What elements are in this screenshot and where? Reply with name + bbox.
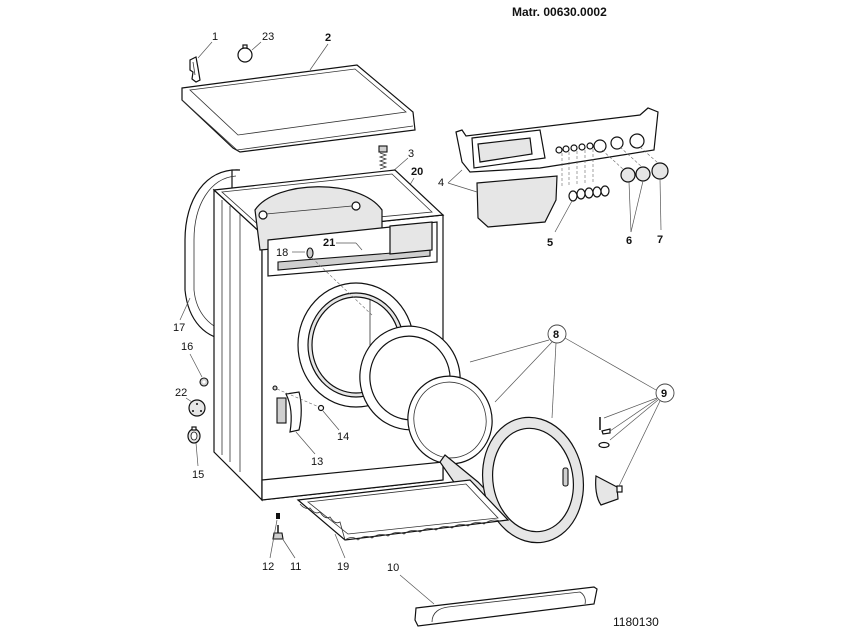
part-22-plate[interactable] [188,399,206,417]
leader-22 [185,397,193,403]
part-14-screws[interactable] [272,385,325,412]
label-17: 17 [173,322,185,334]
part-15-ring[interactable] [187,426,201,444]
part-23-cap[interactable] [237,44,253,63]
part-4-panel-cover[interactable] [476,175,558,228]
leader-9c [609,399,659,441]
label-20: 20 [411,166,423,178]
label-8: 8 [553,329,559,341]
label-4: 4 [438,177,444,189]
label-23: 23 [262,31,274,43]
drawing-number: 1180130 [613,615,659,629]
part-9-hinge-and-handle[interactable] [595,417,623,506]
leader-8a [469,339,550,363]
leader-17 [179,297,191,321]
part-19-base-frame[interactable] [296,479,510,541]
part-1-clip[interactable] [189,56,201,83]
leader-5 [554,200,573,233]
callout-8 [547,324,567,344]
leader-8b [494,341,553,403]
leader-23 [251,41,262,51]
leader-12 [269,519,278,559]
leader-8c [551,342,557,419]
leader-7 [659,178,662,231]
label-18: 18 [276,247,288,259]
leader-9a [603,397,658,419]
label-5: 5 [547,237,553,249]
leader-6b [630,180,644,233]
part-3-spring[interactable] [378,145,388,170]
guide-18 [311,257,373,316]
part-10-plinth[interactable] [414,586,598,627]
callout-9 [655,383,675,403]
part-8-door-assembly[interactable] [348,315,593,551]
part-12-foot-insert[interactable] [276,513,280,519]
leader-15 [195,442,199,467]
label-12: 12 [262,561,274,573]
label-22: 22 [175,387,187,399]
label-16: 16 [181,341,193,353]
label-15: 15 [192,469,204,481]
leader-9d [618,400,661,487]
part-4-control-panel[interactable] [455,107,659,173]
leader-19 [334,533,346,559]
leader-14 [322,410,340,431]
leader-9b [609,398,658,432]
label-13: 13 [311,456,323,468]
leader-16 [189,353,203,378]
leader-11 [281,537,296,559]
part-6-knobs[interactable] [601,146,651,183]
leader-1 [197,41,213,59]
leader-6a [628,181,632,233]
label-2: 2 [325,32,331,44]
part-18-pin[interactable] [306,247,314,259]
leader-4b [447,182,478,193]
part-16-nut[interactable] [199,377,209,387]
label-11: 11 [290,561,301,573]
part-5-push-buttons[interactable] [561,149,610,202]
label-14: 14 [337,431,349,443]
part-2-top-panel[interactable] [181,64,416,153]
label-1: 1 [212,31,218,43]
label-7: 7 [657,234,663,246]
label-3: 3 [408,148,414,160]
leader-13 [295,431,316,455]
label-9: 9 [661,388,667,400]
label-6: 6 [626,235,632,247]
leader-4a [447,169,463,184]
leader-10 [399,574,435,605]
leader-8d [564,337,657,391]
label-19: 19 [337,561,349,573]
leader-2 [309,43,329,71]
material-code: Matr. 00630.0002 [512,5,607,19]
label-10: 10 [387,562,399,574]
label-21: 21 [323,237,335,249]
